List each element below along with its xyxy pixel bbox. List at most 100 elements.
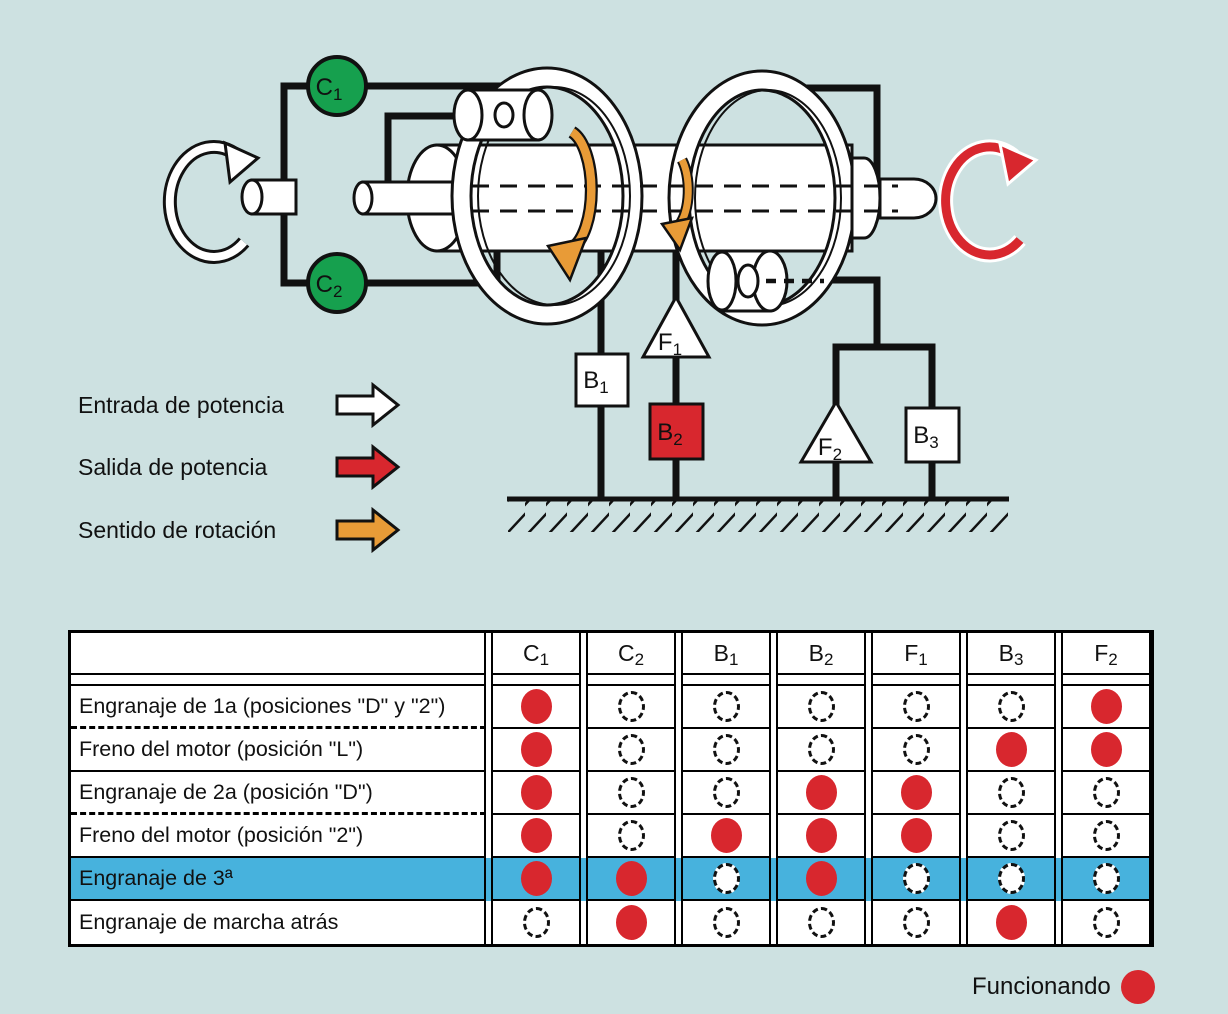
- status-dot: [520, 861, 552, 896]
- table-cell: [491, 858, 581, 901]
- legend-label: Sentido de rotación: [78, 516, 277, 543]
- table-cell: [966, 858, 1056, 901]
- rotation-direction-arrow-large: [545, 126, 598, 283]
- table-cell: [776, 686, 866, 729]
- row-label: Engranaje de 2a (posición "D"): [79, 779, 373, 804]
- brake-b1-label: B1: [583, 367, 608, 397]
- header-empty-cell: [71, 633, 486, 675]
- status-dot: [902, 907, 930, 938]
- output-power-arrow-icon: [335, 444, 401, 490]
- row-label-cell: Engranaje de marcha atrás: [71, 901, 486, 944]
- table-cell: [966, 901, 1056, 944]
- status-dot: [997, 691, 1025, 722]
- column-subscript: 2: [1108, 649, 1118, 669]
- table-row: Engranaje de 2a (posición "D"): [71, 772, 1151, 815]
- table-column-header: F1: [871, 633, 961, 675]
- clutch-c2-label: C2: [316, 271, 343, 301]
- row-label-cell: Freno del motor (posición "L"): [71, 729, 486, 772]
- status-dot: [617, 820, 645, 851]
- status-on-dot-icon: [1120, 970, 1155, 1004]
- status-dot: [1092, 820, 1120, 851]
- pulley-hole: [493, 101, 515, 129]
- table-column-header: B2: [776, 633, 866, 675]
- status-dot: [805, 775, 837, 810]
- top-right-link-line: [800, 84, 881, 180]
- column-letter: F: [1094, 639, 1109, 666]
- status-dot: [615, 861, 647, 896]
- row-label: Engranaje de 3ª: [79, 866, 233, 890]
- table-cell: [871, 729, 961, 772]
- rotation-direction-arrow-small: [659, 157, 694, 253]
- brake-b3-box: [904, 406, 961, 464]
- table-cell: [776, 729, 866, 772]
- table-cell: [1061, 858, 1151, 901]
- legend-item-input-power: Entrada de potencia: [78, 381, 401, 429]
- input-shaft-stub-end: [240, 178, 264, 216]
- column-subscript: 2: [823, 649, 834, 669]
- status-dot: [997, 820, 1025, 851]
- table-column-header: B1: [681, 633, 771, 675]
- engagement-table: C1 C2 B1 B2 F1 B3 F2 Engranaje de 1a (po…: [68, 630, 1154, 947]
- status-dot: [902, 734, 930, 765]
- row-label: Freno del motor (posición "2"): [79, 823, 364, 847]
- column-letter: B: [808, 639, 824, 666]
- clutch-c1-label: C1: [316, 74, 343, 104]
- row-label: Engranaje de 1a (posiciones "D" y "2"): [79, 693, 446, 718]
- status-dot: [520, 732, 552, 767]
- table-cell: [871, 686, 961, 729]
- table-cell: [871, 901, 961, 944]
- status-dot: [805, 818, 837, 853]
- table-cell: [966, 772, 1056, 815]
- pulley-left-face: [452, 88, 484, 142]
- drum-end-cap: [850, 156, 882, 240]
- table-cell: [1061, 729, 1151, 772]
- clutch-c2-circle: [306, 252, 368, 314]
- transmission-diagram: C1 C2 B1 B2 B3 F1 F2: [162, 55, 1039, 532]
- clutch-c1-circle: [306, 55, 368, 117]
- status-dot: [805, 861, 837, 896]
- legend-item-output-power: Salida de potencia: [78, 443, 401, 491]
- f2-b3-bracket-line: [832, 343, 936, 410]
- column-subscript: 3: [1013, 649, 1024, 669]
- table-body: Engranaje de 1a (posiciones "D" y "2") F…: [71, 686, 1151, 944]
- table-cell: [776, 815, 866, 858]
- table-cell: [491, 686, 581, 729]
- left-ring-rim-detail: [477, 86, 631, 306]
- status-dot: [712, 777, 740, 808]
- table-cell: [586, 901, 676, 944]
- freewheel-f2-triangle: [798, 399, 874, 464]
- status-dot: [900, 775, 932, 810]
- column-letter: F: [904, 639, 919, 666]
- table-cell: [681, 901, 771, 944]
- inner-input-shaft-end: [352, 180, 374, 216]
- table-column-header: F2: [1061, 633, 1151, 675]
- status-dot: [710, 818, 742, 853]
- row-label: Engranaje de marcha atrás: [79, 910, 339, 934]
- status-dot: [807, 691, 835, 722]
- status-dot: [1090, 689, 1122, 724]
- table-column-header: C2: [586, 633, 676, 675]
- status-dot: [712, 691, 740, 722]
- freewheel-f1-triangle: [640, 293, 712, 359]
- status-dot: [807, 907, 835, 938]
- legend-label: Entrada de potencia: [78, 391, 284, 418]
- table-cell: [586, 729, 676, 772]
- table-cell: [1061, 815, 1151, 858]
- status-dot: [522, 907, 550, 938]
- main-drum-body: [435, 143, 854, 253]
- table-cell: [776, 901, 866, 944]
- table-cell: [776, 772, 866, 815]
- status-dot: [997, 863, 1025, 894]
- column-subscript: 2: [634, 649, 645, 669]
- planet-hole: [736, 263, 760, 299]
- column-letter: B: [998, 639, 1014, 666]
- table-cell: [871, 772, 961, 815]
- brake-b1-box: [574, 352, 630, 408]
- table-cell: [1061, 772, 1151, 815]
- table-column-header: C1: [491, 633, 581, 675]
- table-row: Engranaje de marcha atrás: [71, 901, 1151, 944]
- column-letter: B: [713, 639, 729, 666]
- table-column-header: B3: [966, 633, 1056, 675]
- status-dot: [520, 689, 552, 724]
- table-cell: [681, 858, 771, 901]
